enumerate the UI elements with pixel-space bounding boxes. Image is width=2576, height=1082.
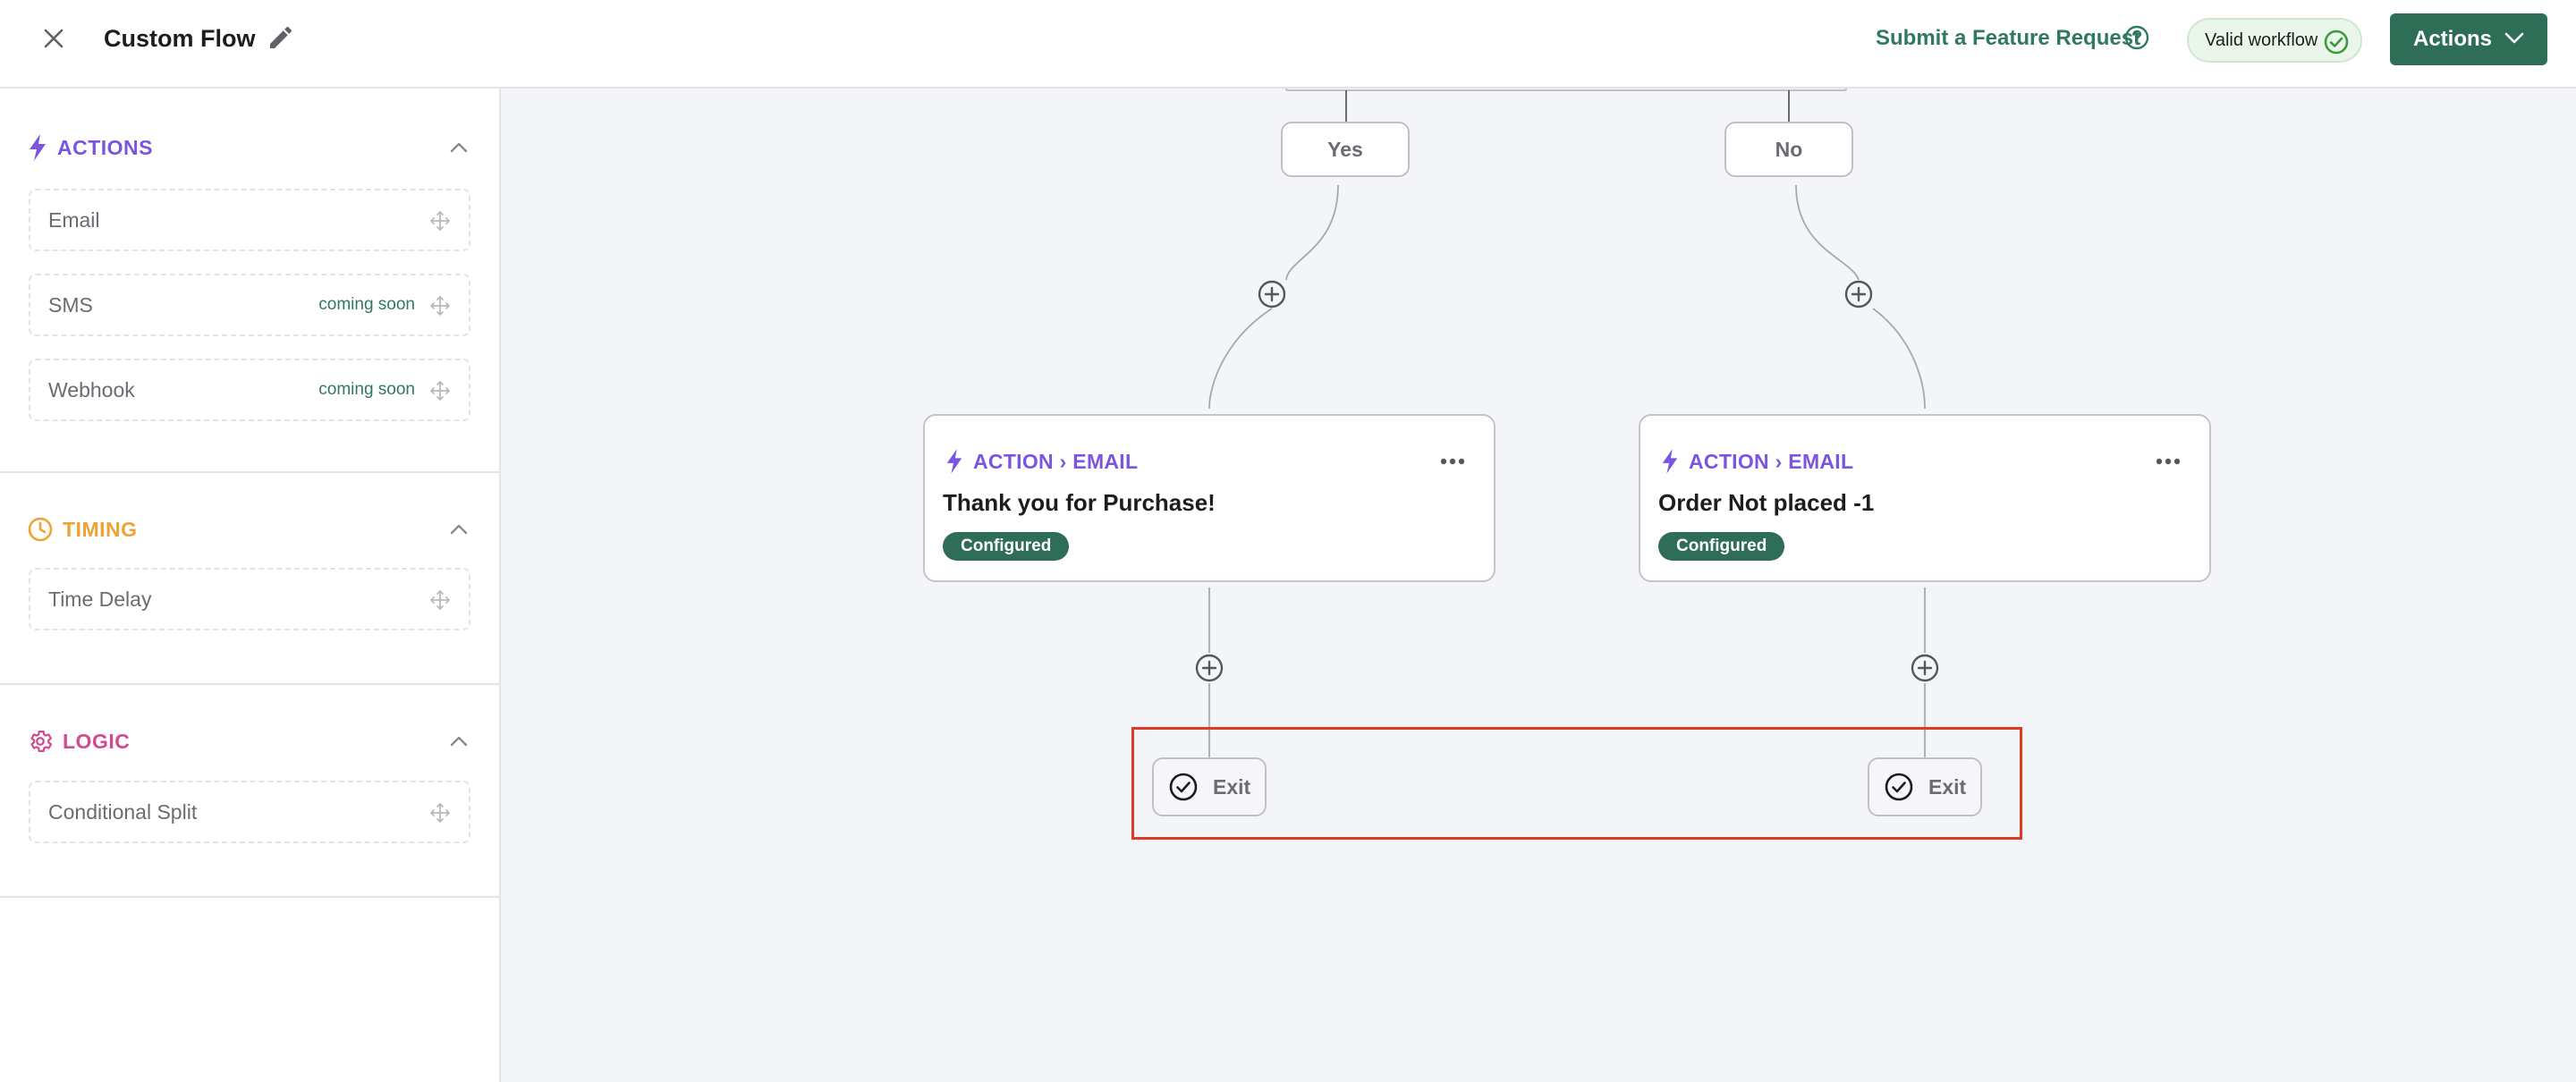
card-menu-button[interactable]: [2152, 448, 2184, 475]
action-card-purchase[interactable]: ACTION › EMAIL Thank you for Purchase! C…: [923, 414, 1496, 582]
exit-node-yes[interactable]: Exit: [1152, 757, 1267, 816]
tool-sms[interactable]: SMS coming soon: [29, 274, 470, 336]
tool-email[interactable]: Email: [29, 189, 470, 251]
card-type: ACTION › EMAIL: [945, 448, 1138, 475]
chevron-down-icon: [2504, 32, 2524, 44]
collapse-actions-button[interactable]: [445, 134, 472, 161]
section-title-actions: ACTIONS: [57, 135, 153, 159]
chevron-up-icon: [450, 736, 468, 747]
tool-time-delay[interactable]: Time Delay: [29, 568, 470, 630]
add-step-plus-icon[interactable]: [1843, 279, 1874, 309]
drag-handle-icon[interactable]: [429, 295, 451, 317]
validity-badge: Valid workflow: [2187, 18, 2362, 63]
close-icon: [44, 29, 64, 48]
logic-section-header: LOGIC: [27, 723, 130, 759]
pencil-icon: [270, 26, 292, 48]
tool-label: Webhook: [48, 378, 135, 402]
check-circle-icon: [2324, 30, 2349, 55]
check-circle-icon: [1169, 773, 1198, 801]
exit-node-no[interactable]: Exit: [1868, 757, 1982, 816]
lightning-icon: [1662, 449, 1678, 474]
add-step-plus-icon[interactable]: [1194, 653, 1224, 683]
branch-yes[interactable]: Yes: [1281, 122, 1410, 177]
collapse-logic-button[interactable]: [445, 728, 472, 755]
edit-title-button[interactable]: [263, 20, 299, 55]
status-badge: Configured: [943, 532, 1070, 561]
actions-label: Actions: [2413, 27, 2493, 51]
timing-section-header: TIMING: [27, 511, 138, 547]
lightning-icon: [946, 449, 962, 474]
card-breadcrumb: ACTION › EMAIL: [1689, 449, 1854, 473]
action-card-order-not-placed[interactable]: ACTION › EMAIL Order Not placed -1 Confi…: [1639, 414, 2211, 582]
add-step-plus-icon[interactable]: [1910, 653, 1940, 683]
check-circle-icon: [1885, 773, 1913, 801]
card-title: Thank you for Purchase!: [943, 489, 1216, 516]
page-title: Custom Flow: [104, 25, 256, 52]
flow-canvas[interactable]: Yes No ACTION › EMAIL Thank you for Purc…: [501, 89, 2576, 1082]
actions-section-header: ACTIONS: [27, 130, 153, 165]
clock-icon: [28, 517, 53, 542]
status-badge: Configured: [1658, 532, 1785, 561]
logic-section: LOGIC Conditional Split: [0, 685, 499, 898]
section-title-timing: TIMING: [63, 517, 138, 541]
tool-label: Time Delay: [48, 587, 152, 611]
gear-icon: [30, 731, 53, 752]
branch-no[interactable]: No: [1724, 122, 1853, 177]
tool-label: Conditional Split: [48, 800, 198, 824]
tool-label: Email: [48, 208, 100, 232]
tool-conditional-split[interactable]: Conditional Split: [29, 781, 470, 843]
feature-request-link[interactable]: Submit a Feature Request: [1876, 26, 2141, 50]
drag-handle-icon[interactable]: [429, 210, 451, 232]
add-step-plus-icon[interactable]: [1257, 279, 1287, 309]
sidebar: ACTIONS Email SMS coming soon Webhook co…: [0, 89, 501, 1082]
tool-webhook[interactable]: Webhook coming soon: [29, 359, 470, 421]
top-bar: Custom Flow Submit a Feature Request Val…: [0, 0, 2576, 89]
drag-handle-icon[interactable]: [429, 380, 451, 402]
chevron-up-icon: [450, 524, 468, 535]
collapse-timing-button[interactable]: [445, 516, 472, 543]
section-title-logic: LOGIC: [63, 729, 131, 753]
coming-soon-badge: coming soon: [318, 295, 415, 314]
actions-section: ACTIONS Email SMS coming soon Webhook co…: [0, 89, 499, 473]
more-horizontal-icon: [1440, 458, 1465, 465]
actions-dropdown-button[interactable]: Actions: [2390, 13, 2547, 65]
card-type: ACTION › EMAIL: [1660, 448, 1853, 475]
flow-connectors: [1208, 89, 1926, 757]
coming-soon-badge: coming soon: [318, 380, 415, 399]
exit-label: Exit: [1213, 774, 1251, 799]
exit-label: Exit: [1928, 774, 1967, 799]
drag-handle-icon[interactable]: [429, 802, 451, 824]
timing-section: TIMING Time Delay: [0, 473, 499, 685]
lightning-icon: [30, 134, 46, 161]
help-icon[interactable]: [2123, 24, 2150, 51]
selection-highlight: [1131, 727, 2022, 840]
card-menu-button[interactable]: [1436, 448, 1469, 475]
chevron-up-icon: [450, 142, 468, 153]
validity-text: Valid workflow: [2205, 30, 2318, 50]
more-horizontal-icon: [2156, 458, 2181, 465]
drag-handle-icon[interactable]: [429, 589, 451, 611]
card-title: Order Not placed -1: [1658, 489, 1875, 516]
close-button[interactable]: [36, 21, 72, 56]
card-breadcrumb: ACTION › EMAIL: [973, 449, 1139, 473]
tool-label: SMS: [48, 293, 93, 317]
